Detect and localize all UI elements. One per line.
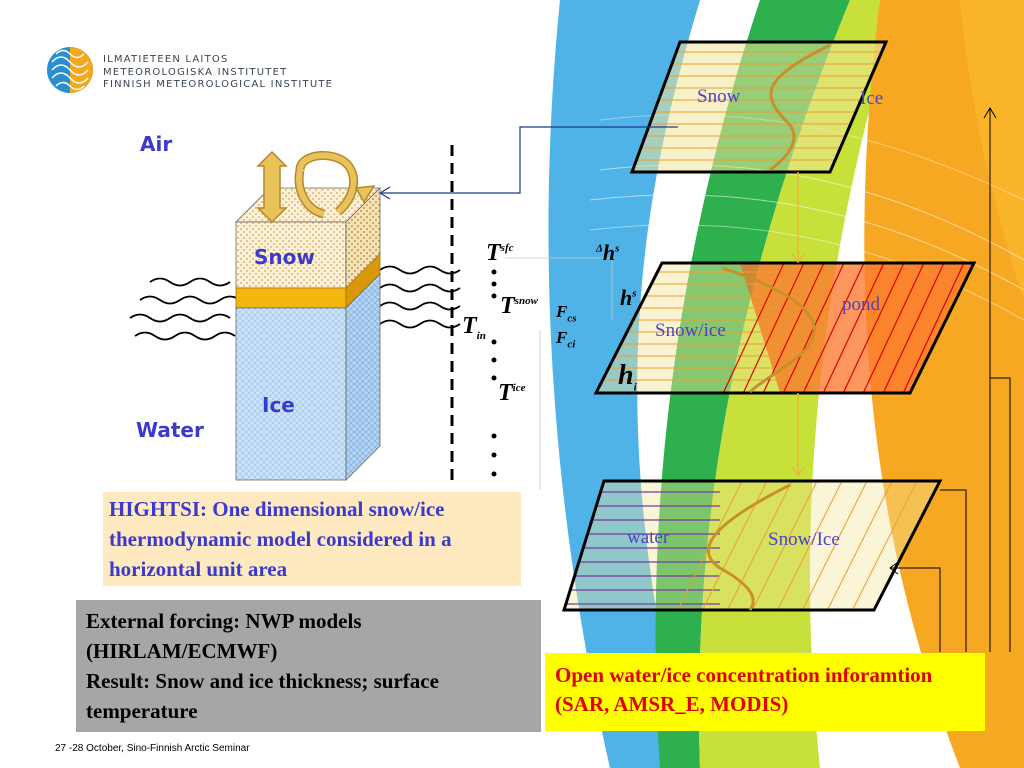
symbol-h-i: hi xyxy=(618,360,637,394)
logo-line-2: METEOROLOGISKA INSTITUTET xyxy=(103,66,288,78)
profile-lines xyxy=(505,257,613,490)
symbol-t-ice: Tice xyxy=(498,380,526,406)
symbol-t-sfc: Tsfc xyxy=(486,240,514,266)
label-water: Water xyxy=(136,418,204,442)
symbol-f-cs: Fcs xyxy=(556,302,577,325)
feedback-lines xyxy=(889,107,1011,652)
result-text: Result: Snow and ice thickness; surface … xyxy=(86,669,439,723)
footer-text: 27 -28 October, Sino-Finnish Arctic Semi… xyxy=(55,743,250,754)
symbol-f-ci: Fci xyxy=(556,328,576,351)
symbol-h-s: hs xyxy=(620,285,637,310)
plane-bottom-label-left: water xyxy=(627,527,670,548)
snow-ice-column xyxy=(235,187,381,481)
symbol-t-in: Tin xyxy=(462,313,486,342)
logo-line-1: ILMATIETEEN LAITOS xyxy=(103,54,229,65)
observations-box: Open water/ice concentration inforamtion… xyxy=(545,653,985,731)
symbol-t-snow: Tsnow xyxy=(500,293,538,319)
plane-top-label-right: Ice xyxy=(860,88,884,109)
model-title-box: HIGHTSI: One dimensional snow/ice thermo… xyxy=(103,492,521,586)
plane-middle xyxy=(593,261,977,395)
circulation-arrow-icon xyxy=(294,151,376,219)
temperature-dots xyxy=(491,269,497,477)
water-waves xyxy=(129,265,461,341)
plane-middle-label-right: pond xyxy=(842,294,880,315)
forcing-text: External forcing: NWP models (HIRLAM/ECM… xyxy=(86,609,362,663)
label-snow: Snow xyxy=(254,245,315,269)
plane-top-label-left: Snow xyxy=(697,86,741,107)
fmi-logo-icon xyxy=(47,47,93,93)
logo-line-3: FINNISH METEOROLOGICAL INSTITUTE xyxy=(103,79,334,90)
forcing-box: External forcing: NWP models (HIRLAM/ECM… xyxy=(76,600,541,732)
label-air: Air xyxy=(140,132,173,156)
symbol-delta-h-s: Δhs xyxy=(596,240,620,265)
fmi-logo-text: ILMATIETEEN LAITOS METEOROLOGISKA INSTIT… xyxy=(103,54,333,92)
plane-bottom xyxy=(561,479,943,612)
plane-arrows xyxy=(791,172,805,477)
label-ice: Ice xyxy=(262,393,295,417)
heat-flux-arrow-icon xyxy=(256,150,288,224)
plane-bottom-label-right: Snow/Ice xyxy=(768,529,840,550)
plane-middle-label-left: Snow/ice xyxy=(655,320,726,341)
